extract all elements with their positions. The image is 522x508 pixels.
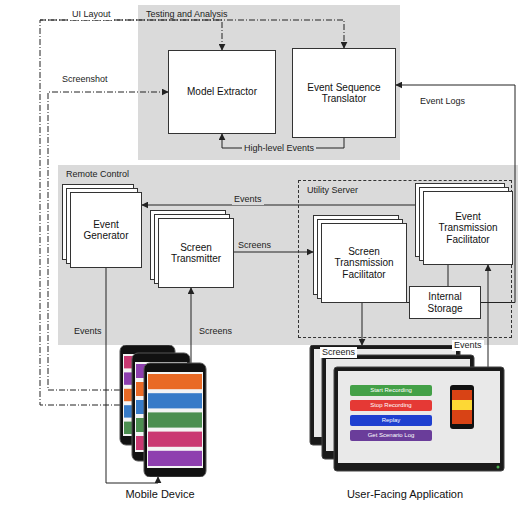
device-label: User-Facing Application	[260, 488, 522, 500]
figure-part	[147, 372, 203, 468]
figure-part	[148, 451, 202, 466]
monitor-illustration	[300, 345, 510, 477]
group-band: Remote ControlEvent GeneratorScreen Tran…	[58, 165, 518, 345]
figure-part	[334, 367, 504, 471]
band-ground	[58, 165, 518, 345]
button-label: Get Scenario Log	[350, 430, 432, 441]
band-ground	[138, 5, 400, 160]
edge-label: Screens	[236, 240, 273, 251]
group-title: Utility Server	[307, 185, 358, 195]
connector	[362, 303, 363, 345]
button-label: Replay	[350, 415, 432, 426]
connector	[40, 20, 344, 48]
group-band: Testing and AnalysisModel Extractor Event…	[138, 5, 400, 160]
app-button	[350, 385, 432, 396]
process-box: Event Sequence Translator	[292, 48, 396, 138]
mobile-device: Mobile Device	[110, 345, 210, 477]
edge-label: Events	[232, 194, 264, 205]
box-label: Event Generator	[71, 219, 141, 242]
connector	[234, 252, 313, 253]
figure-part	[144, 363, 206, 477]
figure-part	[338, 371, 500, 463]
server-group: Utility ServerScreen Transmission Facili…	[298, 180, 512, 338]
app-button	[350, 430, 432, 441]
box-label: Event Sequence Translator	[293, 82, 395, 105]
connector	[396, 85, 515, 303]
app-button	[350, 415, 432, 426]
stacked-process-box: Screen Transmission Facilitator	[321, 223, 407, 303]
figure-part	[450, 385, 474, 429]
process-box: Model Extractor	[168, 50, 276, 134]
box-label: Event Transmission Facilitator	[424, 211, 512, 246]
edge-label: High-level Events	[242, 143, 316, 154]
connector	[142, 205, 415, 206]
group-title: Testing and Analysis	[146, 9, 228, 19]
connector	[448, 265, 449, 286]
box-label: Screen Transmission Facilitator	[322, 246, 406, 281]
group-title: Remote Control	[66, 169, 129, 179]
edge-label: Events	[72, 326, 104, 337]
figure-part	[148, 412, 202, 427]
figure-part	[148, 393, 202, 408]
edge-label: Screenshot	[60, 74, 110, 85]
edge-label: Screens	[320, 347, 357, 358]
device-label: Mobile Device	[70, 488, 250, 500]
stacked-process-box: Screen Transmitter	[158, 218, 234, 288]
connector	[488, 265, 489, 367]
figure-part	[452, 400, 472, 410]
stacked-process-box: Event Transmission Facilitator	[423, 191, 513, 265]
box-label: Screen Transmitter	[159, 242, 233, 265]
box-label: Model Extractor	[183, 86, 261, 98]
edge-label: Event Logs	[418, 96, 467, 107]
process-box: Internal Storage	[409, 286, 481, 319]
app-button	[350, 400, 432, 411]
edge-label: UI Layout	[70, 9, 113, 20]
button-label: Stop Recording	[350, 400, 432, 411]
stacked-process-box: Event Generator	[70, 192, 142, 268]
box-label: Internal Storage	[410, 291, 480, 314]
figure-part	[452, 390, 472, 424]
figure-part	[497, 466, 500, 469]
edge-label: Screens	[197, 326, 234, 337]
user-application: Start RecordingStop RecordingReplayGet S…	[300, 345, 510, 477]
figure-part	[148, 374, 202, 389]
edge-label: Events	[452, 340, 484, 351]
button-label: Start Recording	[350, 385, 432, 396]
phone-illustration	[110, 345, 210, 477]
connector	[191, 288, 192, 363]
figure-part	[148, 432, 202, 447]
